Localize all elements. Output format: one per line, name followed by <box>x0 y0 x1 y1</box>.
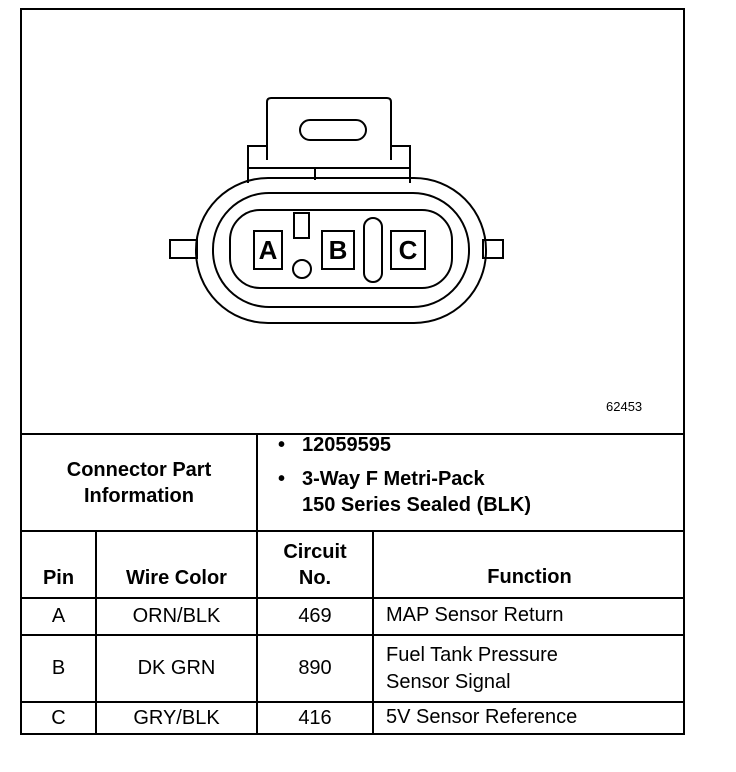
row-c-wire-color: GRY/BLK <box>133 706 220 729</box>
row-b-function-line1: Fuel Tank Pressure <box>386 643 558 666</box>
latch-slot <box>299 119 367 141</box>
part-description-line2: 150 Series Sealed (BLK) <box>302 494 531 516</box>
bullet-icon: • <box>278 434 286 456</box>
row-divider <box>20 634 685 636</box>
diagram-frame <box>20 8 685 735</box>
header-circuit-line2: No. <box>298 566 332 589</box>
header-divider <box>20 530 685 532</box>
col-divider <box>256 530 258 735</box>
header-circuit-line1: Circuit <box>283 540 347 563</box>
figure-number: 62453 <box>606 399 643 414</box>
header-function: Function <box>487 565 572 588</box>
row-a-function: MAP Sensor Return <box>386 604 564 626</box>
latch-outline <box>266 97 392 160</box>
left-peg <box>169 239 198 259</box>
cavity-a <box>253 230 283 270</box>
row-divider <box>20 597 685 599</box>
col-divider <box>372 530 374 735</box>
row-divider <box>20 701 685 703</box>
part-description-line1: 3-Way F Metri-Pack <box>302 468 485 490</box>
part-number-item: • 12059595 <box>278 432 531 458</box>
part-info-divider <box>256 433 258 532</box>
part-info-list: • 12059595 • 3-Way F Metri-Pack 150 Series… <box>278 432 531 518</box>
part-description-item-cont: 150 Series Sealed (BLK) <box>278 492 531 518</box>
inner-shell <box>212 192 470 308</box>
pin-label-c: C <box>399 235 418 265</box>
latch-base <box>247 145 411 183</box>
row-c-circuit: 416 <box>298 706 332 729</box>
pin-label-b: B <box>329 235 348 265</box>
polarization-key <box>293 212 310 239</box>
row-b-circuit: 890 <box>298 657 332 679</box>
cavity-b <box>321 230 355 270</box>
header-wire-color: Wire Color <box>126 567 227 589</box>
row-a-pin: A <box>51 605 66 627</box>
header-pin: Pin <box>42 567 75 589</box>
part-description-item: • 3-Way F Metri-Pack <box>278 466 531 492</box>
table-top-line <box>20 433 685 435</box>
row-b-function: Fuel Tank Pressure Sensor Signal <box>386 636 681 701</box>
row-a-wire-color: ORN/BLK <box>132 605 221 627</box>
terminal-face <box>229 209 453 289</box>
col-divider <box>95 530 97 735</box>
center-rib <box>363 217 383 283</box>
pin-label-a: A <box>259 235 278 265</box>
row-b-function-line2: Sensor Signal <box>386 670 511 693</box>
part-info-header: Connector Part Information <box>66 458 212 507</box>
row-c-function: 5V Sensor Reference <box>386 705 578 728</box>
bullet-icon: • <box>278 468 286 490</box>
cavity-c <box>390 230 426 270</box>
part-number: 12059595 <box>302 434 391 456</box>
row-c-pin: C <box>51 706 66 729</box>
right-peg <box>482 239 504 259</box>
row-a-circuit: 469 <box>298 605 332 627</box>
header-circuit: Circuit No. <box>258 532 372 597</box>
connector-drawing: A B C <box>169 97 504 324</box>
row-b-wire-color: DK GRN <box>137 657 216 679</box>
row-b-pin: B <box>51 657 66 679</box>
outer-shell <box>195 177 487 324</box>
index-hole <box>292 259 312 279</box>
